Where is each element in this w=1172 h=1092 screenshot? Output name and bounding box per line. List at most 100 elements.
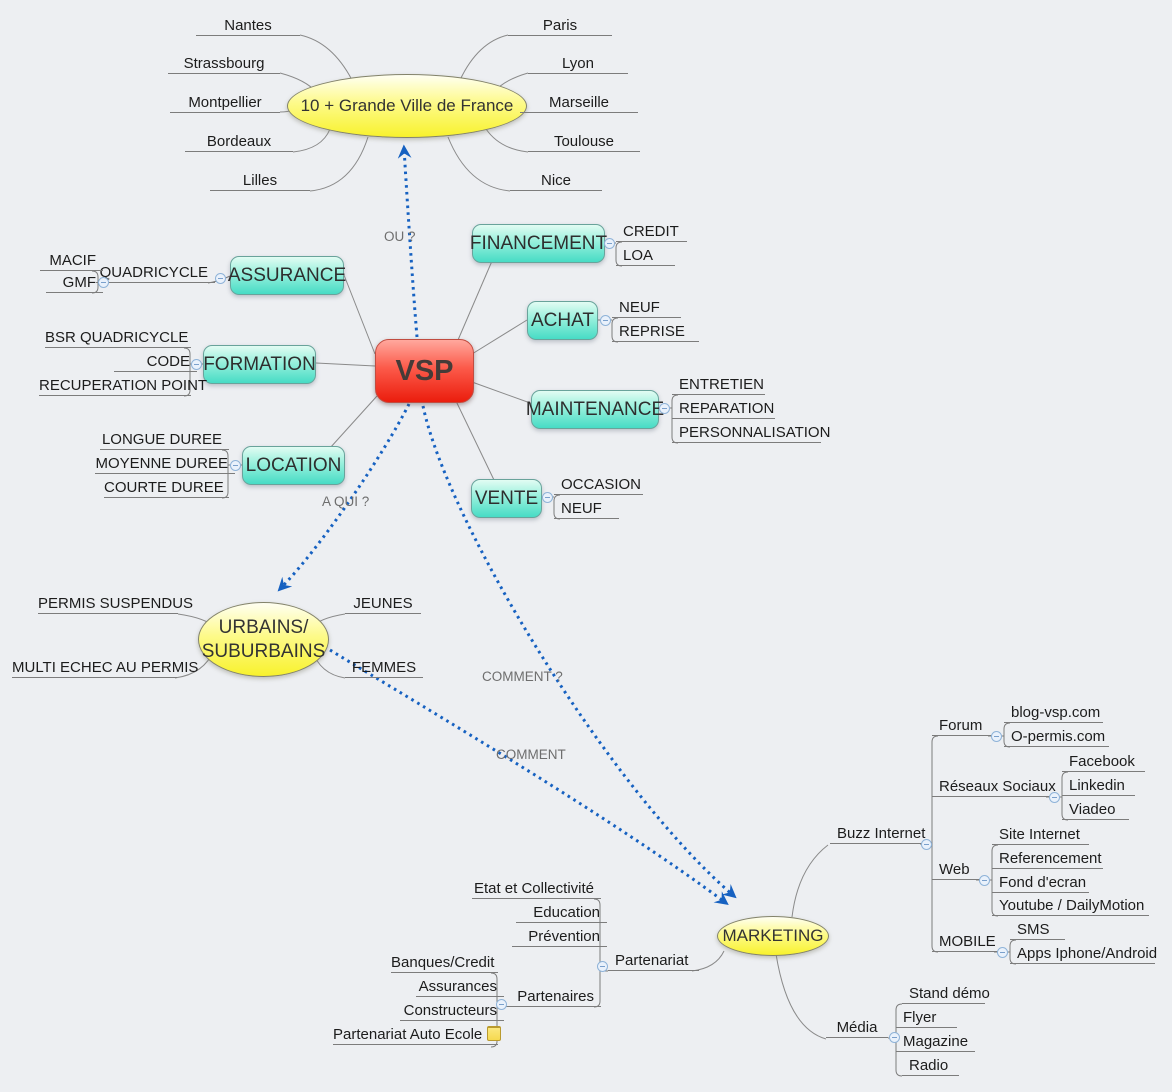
collapse-icon-quadricycle[interactable] [98, 277, 109, 288]
topic-lilles[interactable]: Lilles [210, 172, 310, 191]
topic-buzz-internet[interactable]: Buzz Internet [830, 825, 927, 844]
topic-blog-vsp[interactable]: blog-vsp.com [1004, 704, 1103, 723]
topic-youtube-dailymotion[interactable]: Youtube / DailyMotion [992, 897, 1149, 916]
collapse-icon-assurance[interactable] [215, 273, 226, 284]
topic-sms[interactable]: SMS [1010, 921, 1065, 940]
topic-jeunes[interactable]: JEUNES [345, 595, 421, 614]
topic-partenariat[interactable]: Partenariat [608, 952, 699, 971]
topic-recuperation-point[interactable]: RECUPERATION POINT [39, 377, 208, 396]
collapse-icon-partenariat[interactable] [597, 961, 608, 972]
floating-topic-cities[interactable]: 10 + Grande Ville de France [287, 74, 527, 138]
topic-apps[interactable]: Apps Iphone/Android [1010, 945, 1157, 964]
topic-loa[interactable]: LOA [616, 247, 675, 266]
floating-topic-urbains[interactable]: URBAINS/ SUBURBAINS [198, 602, 329, 677]
topic-femmes[interactable]: FEMMES [345, 659, 423, 678]
topic-code[interactable]: CODE [114, 353, 197, 372]
floating-topic-marketing[interactable]: MARKETING [717, 916, 829, 956]
topic-partenariat-auto-ecole[interactable]: Partenariat Auto Ecole [333, 1026, 502, 1045]
collapse-icon-location[interactable] [230, 460, 241, 471]
topic-banques-credit[interactable]: Banques/Credit [391, 954, 498, 973]
topic-constructeurs[interactable]: Constructeurs [400, 1002, 504, 1021]
collapse-icon-buzz[interactable] [921, 839, 932, 850]
topic-courte-duree[interactable]: COURTE DUREE [104, 479, 229, 498]
topic-entretien[interactable]: ENTRETIEN [672, 376, 765, 395]
topic-referencement[interactable]: Referencement [992, 850, 1103, 869]
topic-strassbourg[interactable]: Strassbourg [168, 55, 280, 74]
note-icon[interactable] [487, 1026, 502, 1041]
topic-nice[interactable]: Nice [510, 172, 602, 191]
collapse-icon-vente[interactable] [542, 492, 553, 503]
topic-media[interactable]: Média [826, 1019, 888, 1038]
topic-forum[interactable]: Forum [932, 717, 995, 736]
relationship-line-comment[interactable] [329, 648, 729, 906]
topic-assurances[interactable]: Assurances [416, 978, 504, 997]
relationship-label-comment[interactable]: COMMENT [496, 747, 566, 762]
topic-mobile[interactable]: MOBILE [932, 933, 1001, 952]
topic-site-internet[interactable]: Site Internet [992, 826, 1089, 845]
topic-magazine[interactable]: Magazine [896, 1033, 975, 1052]
topic-prevention[interactable]: Prévention [512, 928, 607, 947]
collapse-icon-achat[interactable] [600, 315, 611, 326]
topic-bsr-quadricycle[interactable]: BSR QUADRICYCLE [45, 329, 191, 348]
topic-occasion[interactable]: OCCASION [554, 476, 643, 495]
topic-permis-suspendus[interactable]: PERMIS SUSPENDUS [38, 595, 194, 614]
topic-partenaires[interactable]: Partenaires [506, 988, 601, 1007]
branch-vente[interactable]: VENTE [471, 479, 542, 518]
topic-montpellier[interactable]: Montpellier [170, 94, 280, 113]
topic-stand-demo[interactable]: Stand démo [902, 985, 990, 1004]
topic-toulouse[interactable]: Toulouse [528, 133, 640, 152]
branch-formation[interactable]: FORMATION [203, 345, 316, 384]
topic-vente-neuf[interactable]: NEUF [554, 500, 619, 519]
relationship-label-ou[interactable]: OU ? [384, 229, 416, 244]
collapse-icon-formation[interactable] [191, 359, 202, 370]
central-topic-vsp[interactable]: VSP [375, 339, 474, 403]
topic-lyon[interactable]: Lyon [528, 55, 628, 74]
topic-moyenne-duree[interactable]: MOYENNE DUREE [95, 455, 235, 474]
collapse-icon-mobile[interactable] [997, 947, 1008, 958]
topic-reprise[interactable]: REPRISE [612, 323, 699, 342]
branch-financement[interactable]: FINANCEMENT [470, 224, 607, 263]
topic-etat-collectivite[interactable]: Etat et Collectivité [472, 880, 601, 899]
topic-radio[interactable]: Radio [902, 1057, 959, 1076]
topic-flyer[interactable]: Flyer [896, 1009, 957, 1028]
branch-maintenance[interactable]: MAINTENANCE [526, 390, 664, 429]
collapse-icon-web[interactable] [979, 875, 990, 886]
topic-education[interactable]: Education [516, 904, 607, 923]
collapse-icon-maintenance[interactable] [659, 403, 670, 414]
topic-reparation[interactable]: REPARATION [672, 400, 775, 419]
branch-assurance[interactable]: ASSURANCE [228, 256, 346, 295]
collapse-icon-partenaires[interactable] [496, 999, 507, 1010]
topic-paris[interactable]: Paris [508, 17, 612, 36]
relationship-label-comment-q[interactable]: COMMENT ? [482, 669, 563, 684]
collapse-icon-reseaux[interactable] [1049, 792, 1060, 803]
relationship-line-a-qui[interactable] [277, 403, 411, 592]
topic-achat-neuf[interactable]: NEUF [612, 299, 681, 318]
branch-location[interactable]: LOCATION [242, 446, 345, 485]
collapse-icon-forum[interactable] [991, 731, 1002, 742]
topic-macif[interactable]: MACIF [40, 252, 103, 271]
topic-nantes[interactable]: Nantes [196, 17, 300, 36]
branch-achat[interactable]: ACHAT [527, 301, 598, 340]
topic-personnalisation[interactable]: PERSONNALISATION [672, 424, 830, 443]
collapse-icon-media[interactable] [889, 1032, 900, 1043]
urbains-line1: URBAINS/ [218, 616, 309, 638]
topic-multi-echec[interactable]: MULTI ECHEC AU PERMIS [12, 659, 199, 678]
topic-quadricycle[interactable]: QUADRICYCLE [96, 264, 215, 283]
topic-o-permis[interactable]: O-permis.com [1004, 728, 1109, 747]
relationship-label-a-qui[interactable]: A QUI ? [322, 494, 370, 509]
topic-gmf[interactable]: GMF [46, 274, 103, 293]
topic-reseaux-sociaux[interactable]: Réseaux Sociaux [932, 778, 1056, 797]
topic-viadeo[interactable]: Viadeo [1062, 801, 1129, 820]
topic-marseille[interactable]: Marseille [520, 94, 638, 113]
relationship-line-comment-q[interactable] [421, 405, 737, 899]
topic-longue-duree[interactable]: LONGUE DUREE [100, 431, 229, 450]
topic-facebook[interactable]: Facebook [1062, 753, 1145, 772]
topic-partenariat-auto-ecole-label: Partenariat Auto Ecole [333, 1026, 483, 1043]
collapse-icon-financement[interactable] [604, 238, 615, 249]
topic-web[interactable]: Web [932, 861, 983, 880]
topic-linkedin[interactable]: Linkedin [1062, 777, 1135, 796]
topic-credit[interactable]: CREDIT [616, 223, 687, 242]
topic-fond-ecran[interactable]: Fond d'ecran [992, 874, 1089, 893]
topic-bordeaux[interactable]: Bordeaux [185, 133, 293, 152]
